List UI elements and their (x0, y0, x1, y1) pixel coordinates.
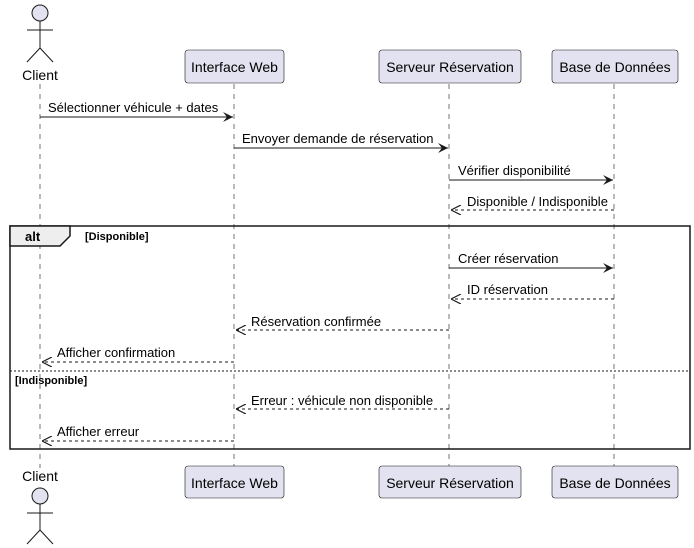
participant-server-label-top: Serveur Réservation (386, 59, 514, 75)
actor-client-label-bottom: Client (22, 468, 58, 484)
participant-db-label-top: Base de Données (559, 59, 670, 75)
participant-web-label-bottom: Interface Web (191, 475, 278, 491)
participant-db-label-bottom: Base de Données (559, 475, 670, 491)
participant-server-bottom: Serveur Réservation (378, 465, 522, 499)
message-select-vehicle: Sélectionner véhicule + dates (40, 100, 233, 122)
message-label: Afficher erreur (57, 424, 140, 439)
participant-server-label-bottom: Serveur Réservation (386, 475, 514, 491)
message-reservation-confirmed: Réservation confirmée (236, 314, 449, 330)
message-show-error: Afficher erreur (42, 424, 234, 441)
message-label: Créer réservation (458, 251, 558, 266)
participant-web-top: Interface Web (184, 49, 285, 84)
message-label: Disponible / Indisponible (467, 194, 608, 209)
message-label: Afficher confirmation (57, 345, 175, 360)
alt-guard-available: [Disponible] (85, 231, 149, 243)
participant-web-bottom: Interface Web (184, 465, 285, 499)
actor-client-bottom: Client (22, 468, 58, 545)
actor-head-icon (31, 4, 49, 22)
alt-guard-unavailable: [Indisponible] (15, 375, 87, 387)
participant-db-top: Base de Données (551, 49, 679, 84)
message-show-confirmation: Afficher confirmation (42, 345, 234, 362)
alt-fragment: alt [Disponible] [Indisponible] (9, 225, 691, 450)
alt-keyword: alt (25, 229, 41, 244)
message-label: ID réservation (467, 282, 548, 297)
message-label: Envoyer demande de réservation (242, 131, 434, 146)
message-reservation-id: ID réservation (451, 282, 614, 299)
actor-client-label-top: Client (22, 67, 58, 83)
participant-web-label-top: Interface Web (191, 59, 278, 75)
actor-client-top: Client (22, 4, 58, 83)
message-label: Réservation confirmée (251, 314, 381, 329)
message-availability-reply: Disponible / Indisponible (451, 194, 614, 210)
message-label: Vérifier disponibilité (458, 163, 571, 178)
message-send-request: Envoyer demande de réservation (234, 131, 448, 153)
message-create-reservation: Créer réservation (449, 251, 613, 273)
message-check-availability: Vérifier disponibilité (449, 163, 613, 185)
participant-db-bottom: Base de Données (551, 465, 679, 499)
message-error: Erreur : véhicule non disponible (236, 393, 449, 409)
message-label: Erreur : véhicule non disponible (251, 393, 433, 408)
participant-server-top: Serveur Réservation (378, 49, 522, 84)
actor-head-icon (31, 487, 49, 505)
message-label: Sélectionner véhicule + dates (48, 100, 219, 115)
